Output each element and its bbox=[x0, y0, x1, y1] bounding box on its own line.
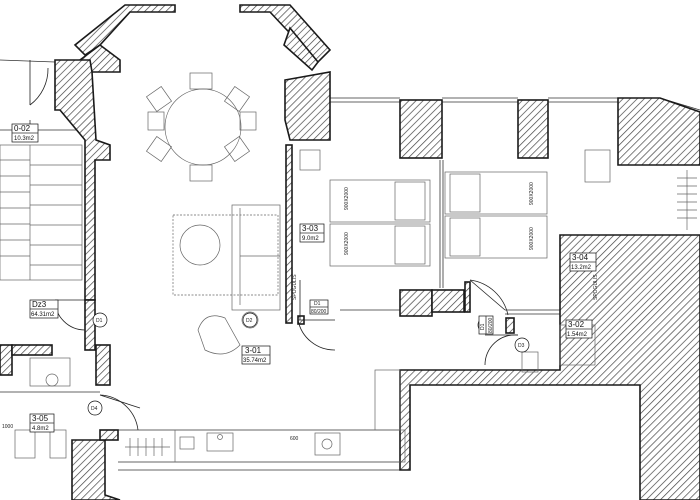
room-name: 3-03 bbox=[302, 224, 319, 233]
mirror-label-1: SPOGULIS bbox=[292, 274, 298, 300]
door-size: 80/200 bbox=[488, 317, 494, 333]
room-tag-3-03: 3-03 9.0m2 bbox=[299, 223, 325, 243]
bed-dimension-4: 900X2000 bbox=[529, 227, 535, 250]
living-area bbox=[172, 204, 281, 355]
dimension-1000: 1000 bbox=[2, 424, 13, 430]
room-area: 10.3m2 bbox=[14, 136, 35, 142]
room-name: 3-01 bbox=[245, 346, 262, 355]
clothes-rail-bottom bbox=[125, 438, 170, 456]
staircase bbox=[0, 144, 83, 281]
bed-dimension-1: 900X2000 bbox=[344, 187, 350, 210]
room-tags: 0-02 10.3m2 Dz3 64.31m2 3-01 35.74m2 3-0… bbox=[11, 123, 597, 433]
door-mark-4: D4 bbox=[91, 406, 98, 412]
door-mark-labels: D1 D2 D3 D4 D5 bbox=[91, 318, 525, 412]
room-tag-3-04: 3-04 13.2m2 bbox=[569, 252, 597, 272]
door-mark-1: D1 bbox=[96, 318, 103, 324]
room-name: 0-02 bbox=[14, 124, 31, 133]
room-tag-dz3: Dz3 64.31m2 bbox=[29, 299, 59, 319]
door-tag-d1-b: D1 80/200 bbox=[478, 315, 494, 335]
door-tags: D1 80/200 D1 80/200 bbox=[309, 299, 494, 335]
bed-dimension-2: 900X2000 bbox=[344, 232, 350, 255]
dimension-600: 600 bbox=[290, 436, 299, 442]
door-name: D1 bbox=[314, 301, 321, 307]
door-swings bbox=[29, 60, 519, 431]
kitchen-counter bbox=[14, 351, 539, 463]
bed-dimension-3: 900X2000 bbox=[529, 182, 535, 205]
door-mark-3: D3 bbox=[518, 343, 525, 349]
walls bbox=[0, 4, 700, 500]
room-area: 1.54m2 bbox=[567, 332, 588, 338]
room-area: 4.8m2 bbox=[32, 426, 49, 432]
clothes-rail-right bbox=[677, 170, 697, 230]
mirror-label-2: SPOGULIS bbox=[593, 274, 599, 300]
room-area: 35.74m2 bbox=[243, 358, 267, 364]
room-tag-3-02: 3-02 1.54m2 bbox=[565, 319, 593, 339]
room-area: 9.0m2 bbox=[302, 236, 319, 242]
room-area: 64.31m2 bbox=[31, 312, 55, 318]
dining-table bbox=[145, 72, 257, 182]
annotations: SPOGULIS SPOGULIS 900X2000 900X2000 900X… bbox=[2, 182, 599, 442]
room-area: 13.2m2 bbox=[571, 265, 592, 271]
door-marks bbox=[87, 312, 530, 416]
room-tag-0-02: 0-02 10.3m2 bbox=[11, 123, 39, 143]
door-name: D1 bbox=[480, 323, 486, 330]
room-name: 3-04 bbox=[572, 253, 589, 262]
room-name: 3-02 bbox=[568, 320, 585, 329]
room-name: Dz3 bbox=[32, 300, 47, 309]
door-mark-2: D2 bbox=[246, 318, 253, 324]
beds bbox=[299, 149, 611, 366]
room-tag-3-01: 3-01 35.74m2 bbox=[241, 345, 271, 365]
room-name: 3-05 bbox=[32, 414, 49, 423]
room-tag-3-05: 3-05 4.8m2 bbox=[29, 413, 55, 433]
door-tag-d1-a: D1 80/200 bbox=[309, 299, 329, 315]
door-size: 80/200 bbox=[311, 309, 327, 315]
